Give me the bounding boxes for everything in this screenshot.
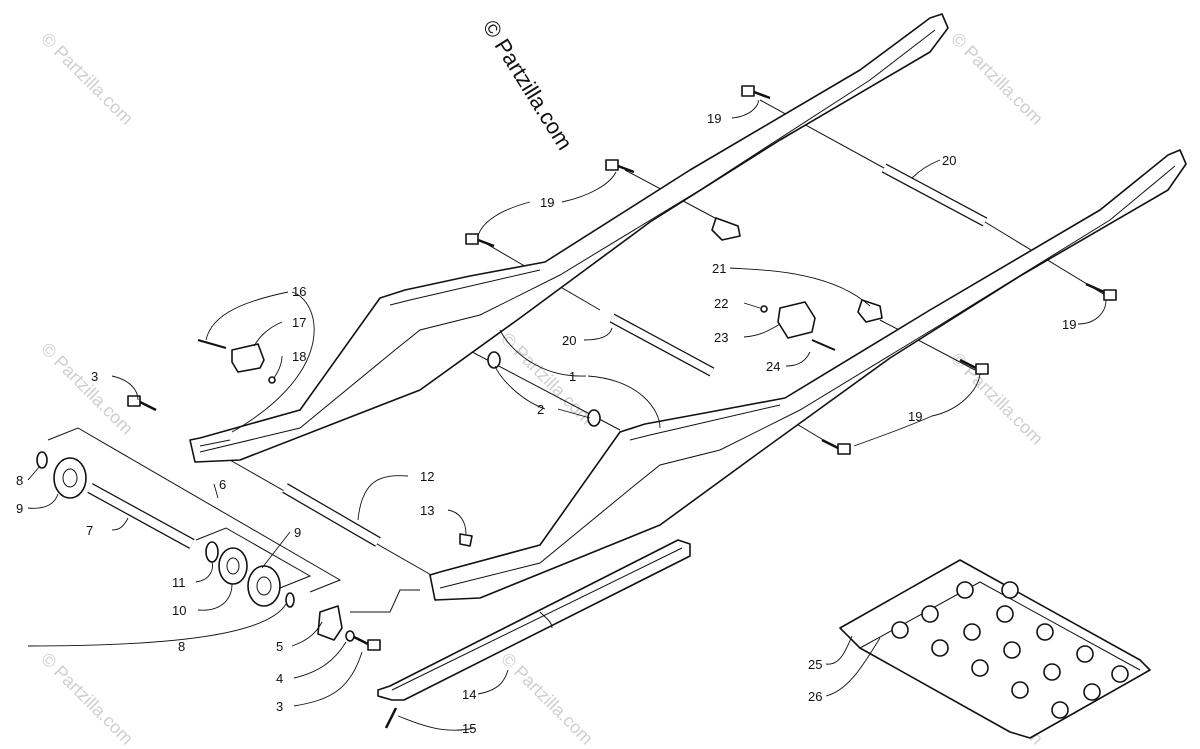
watermark: © Partzilla.com	[497, 329, 597, 429]
callout-6: 6	[219, 477, 226, 492]
spacer	[317, 605, 343, 641]
callout-19-b: 19	[540, 195, 554, 210]
callout-8-lower: 8	[178, 639, 185, 654]
washer-axle	[345, 630, 355, 642]
bolt-19-f	[821, 438, 851, 455]
watermark: © Partzilla.com	[37, 649, 137, 749]
callout-14: 14	[462, 687, 476, 702]
callout-4: 4	[276, 671, 283, 686]
callout-24: 24	[766, 359, 780, 374]
callout-20-upper: 20	[942, 153, 956, 168]
callout-19-c: 19	[1062, 317, 1076, 332]
callout-2: 2	[537, 402, 544, 417]
bolt-19-e	[959, 358, 989, 375]
callout-7: 7	[86, 523, 93, 538]
ring-left	[36, 451, 48, 469]
bolt-19-b	[605, 159, 635, 174]
bushing-lower	[857, 299, 883, 323]
watermark: © Partzilla.com	[947, 29, 1047, 129]
callout-13: 13	[420, 503, 434, 518]
callout-25: 25	[808, 657, 822, 672]
callout-5: 5	[276, 639, 283, 654]
cross-shaft-lower	[609, 313, 715, 377]
callout-8-upper: 8	[16, 473, 23, 488]
cross-shaft-upper	[881, 163, 988, 227]
callout-3-lower: 3	[276, 699, 283, 714]
screw	[384, 707, 398, 729]
assembly-brackets	[47, 427, 420, 613]
wheel-right	[247, 565, 281, 607]
washer-lower	[587, 409, 601, 427]
bolt-19-a	[741, 85, 771, 100]
callout-21: 21	[712, 261, 726, 276]
ring-right	[205, 541, 219, 563]
axle-assembly	[36, 451, 355, 642]
bolt-3-upper	[127, 395, 157, 412]
ring-outer	[285, 592, 295, 608]
track-section	[839, 559, 1151, 739]
bolt-19-c	[465, 233, 495, 248]
callout-19-d: 19	[908, 409, 922, 424]
watermark: © Partzilla.com	[497, 649, 597, 749]
watermark: © Partzilla.com	[37, 29, 137, 129]
wear-strip	[377, 539, 691, 701]
callout-16: 16	[292, 284, 306, 299]
bolt-19-d	[1085, 282, 1117, 301]
nut-small	[268, 376, 276, 384]
callout-labels: 1 2 3 3 4 5 6 7 8 8 9 9 10 11 12 13 14 1…	[16, 111, 1076, 736]
callout-12: 12	[420, 469, 434, 484]
bushing-upper	[711, 217, 741, 241]
watermark: © Partzilla.com	[37, 339, 137, 439]
plug	[459, 533, 473, 547]
shaft-rail	[282, 483, 381, 547]
bearing-right	[218, 547, 248, 585]
bracket-block	[777, 301, 816, 339]
track-lugs	[891, 581, 1129, 719]
callout-22: 22	[714, 296, 728, 311]
callout-17: 17	[292, 315, 306, 330]
leader-lines	[27, 99, 1107, 731]
copyright-text: © Partzilla.com	[478, 15, 578, 154]
callout-11: 11	[172, 575, 186, 590]
callout-10: 10	[172, 603, 186, 618]
callout-18: 18	[292, 349, 306, 364]
callout-3-upper: 3	[91, 369, 98, 384]
washer-small	[760, 305, 768, 313]
callout-1: 1	[569, 369, 576, 384]
pin	[197, 339, 227, 349]
callout-26: 26	[808, 689, 822, 704]
slide-rail-right	[429, 149, 1187, 601]
callout-15: 15	[462, 721, 476, 736]
bolt-3-lower	[351, 634, 381, 651]
washer-upper	[487, 351, 501, 369]
bolt-block	[811, 339, 836, 351]
bearing-left	[53, 457, 87, 499]
callout-9-upper: 9	[16, 501, 23, 516]
slide-rail-left	[189, 13, 949, 463]
bracket-small	[231, 343, 265, 373]
callout-20-lower: 20	[562, 333, 576, 348]
callout-23: 23	[714, 330, 728, 345]
callout-9-lower: 9	[294, 525, 301, 540]
callout-19-a: 19	[707, 111, 721, 126]
